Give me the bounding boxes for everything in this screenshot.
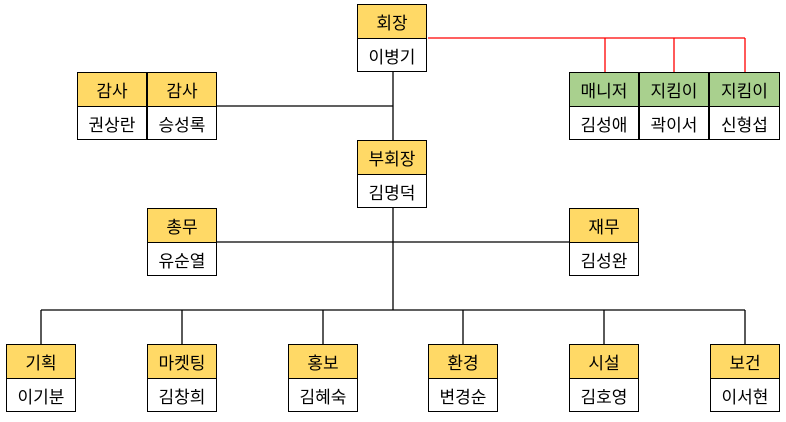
node-name: 권상란 [88, 116, 136, 136]
node-title: 보건 [711, 345, 779, 379]
node-title: 감사 [148, 73, 216, 107]
node-title: 총무 [148, 209, 216, 243]
node-title: 홍보 [289, 345, 357, 379]
node-title: 감사 [78, 73, 146, 107]
node-name: 변경순 [439, 388, 487, 408]
node-name: 신형섭 [721, 116, 768, 136]
node-title: 기획 [7, 345, 75, 379]
node-title: 시설 [570, 345, 638, 379]
node-title: 지킴이 [710, 73, 779, 107]
node-name: 이서현 [721, 388, 769, 408]
node-title: 부회장 [358, 141, 426, 175]
node-title: 회장 [358, 5, 426, 39]
node-name: 곽이서 [650, 116, 698, 136]
node-name: 이기분 [17, 388, 65, 408]
node-name: 김혜숙 [299, 388, 347, 408]
node-title: 마켓팅 [148, 345, 216, 379]
node-name: 김성완 [580, 252, 628, 272]
node-name: 승성록 [158, 116, 206, 136]
node-title: 지킴이 [640, 73, 708, 107]
node-name: 김호영 [580, 388, 628, 408]
node-name: 김창희 [158, 388, 206, 408]
line-assistants [428, 37, 746, 72]
node-title: 매니저 [570, 73, 638, 107]
node-title: 재무 [570, 209, 638, 243]
node-title: 환경 [429, 345, 497, 379]
node-name: 김명덕 [368, 184, 416, 204]
node-name: 이병기 [368, 48, 416, 68]
node-name: 유순열 [158, 252, 206, 272]
node-name: 김성애 [580, 116, 628, 136]
